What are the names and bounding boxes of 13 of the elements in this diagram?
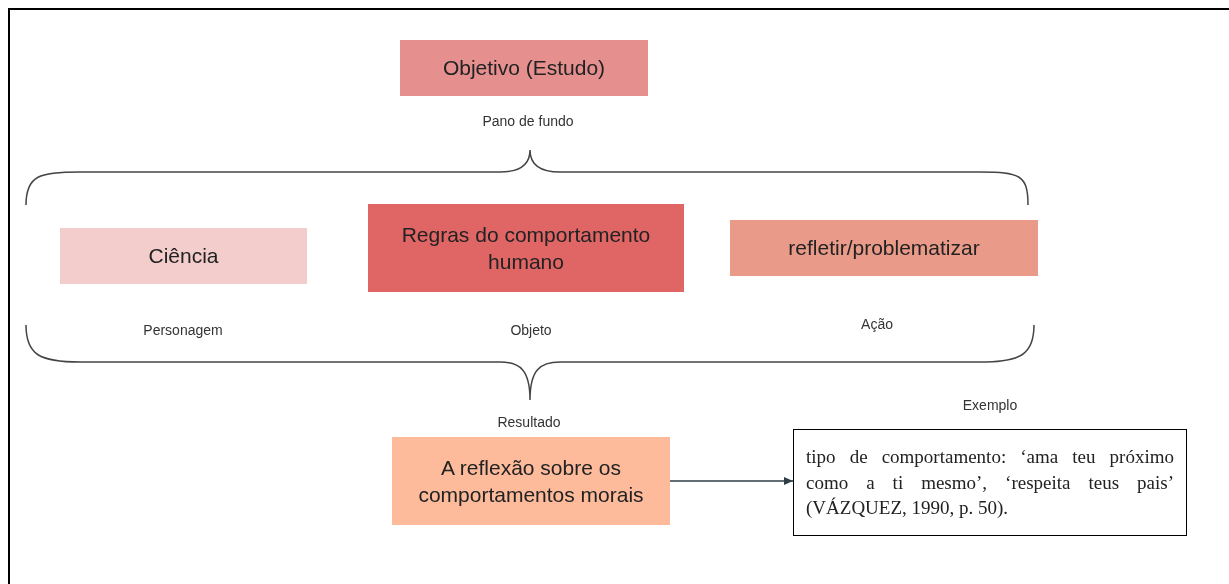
brace-label: Personagem xyxy=(143,322,223,338)
brace-label: Pano de fundo xyxy=(482,113,574,129)
brace-label: Ação xyxy=(861,316,893,332)
goal-box: Objetivo (Estudo) xyxy=(400,40,648,96)
brace-label: Resultado xyxy=(497,414,561,430)
example-box: tipo de comportamento: ‘ama teu próximo como a ti mesmo’, ‘respeita teus pais’ (VÁZQUEZ, 1990, p. 50). xyxy=(793,429,1187,536)
object-box: Regras do comportamento humano xyxy=(368,204,684,292)
character-box: Ciência xyxy=(60,228,307,284)
brace-label: Objeto xyxy=(510,322,552,338)
action-box: refletir/problematizar xyxy=(730,220,1038,276)
result-box: A reflexão sobre os comportamentos morais xyxy=(392,437,670,525)
arrow xyxy=(669,477,794,485)
node-caption: Exemplo xyxy=(962,397,1018,413)
